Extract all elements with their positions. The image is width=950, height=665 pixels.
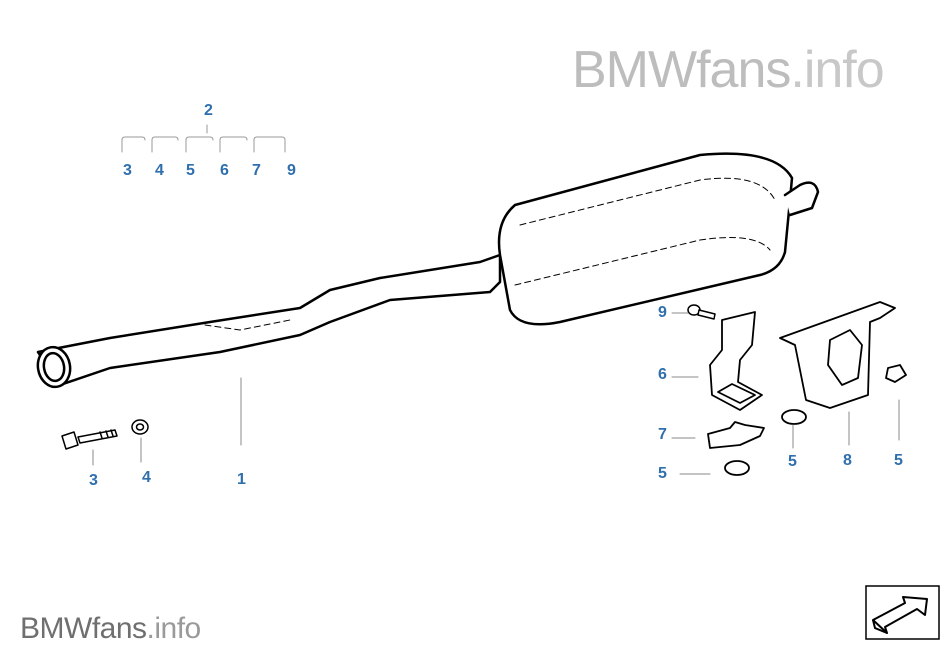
- watermark-bottom: BMWfans.info: [20, 612, 201, 645]
- callout-set-6[interactable]: 6: [220, 162, 229, 179]
- muffler-detail-lines: [204, 177, 776, 331]
- watermark-top: BMWfans.info: [572, 41, 885, 99]
- callout-nut-right[interactable]: 5: [894, 452, 903, 469]
- arrow-icon[interactable]: [865, 585, 940, 640]
- rubber-pad-parts: [724, 364, 907, 476]
- callout-set-3[interactable]: 3: [123, 162, 132, 179]
- callout-clamp[interactable]: 7: [658, 426, 667, 443]
- callout-set-9[interactable]: 9: [287, 162, 296, 179]
- callout-bracket[interactable]: 6: [658, 366, 667, 383]
- callout-bolt[interactable]: 3: [89, 472, 98, 489]
- callout-set-4[interactable]: 4: [155, 162, 164, 179]
- set-bracket: [121, 124, 286, 153]
- callout-screw[interactable]: 9: [658, 304, 667, 321]
- callout-rubber-mid[interactable]: 5: [788, 453, 797, 470]
- bolt-part: [61, 429, 118, 450]
- screw-part: [687, 304, 716, 320]
- callout-hanger[interactable]: 8: [843, 452, 852, 469]
- callout-set-7[interactable]: 7: [252, 162, 261, 179]
- callout-muffler[interactable]: 1: [237, 471, 246, 488]
- callout-set-5[interactable]: 5: [186, 162, 195, 179]
- leader-lines: [92, 312, 900, 475]
- callout-set[interactable]: 2: [204, 102, 213, 119]
- callout-rubber-left[interactable]: 5: [658, 465, 667, 482]
- rear-muffler: [36, 152, 820, 389]
- hanger-part: [779, 301, 896, 409]
- callout-nut[interactable]: 4: [142, 469, 151, 486]
- nut-part: [131, 419, 149, 435]
- clamp-part: [707, 421, 765, 449]
- bracket-part: [709, 311, 763, 411]
